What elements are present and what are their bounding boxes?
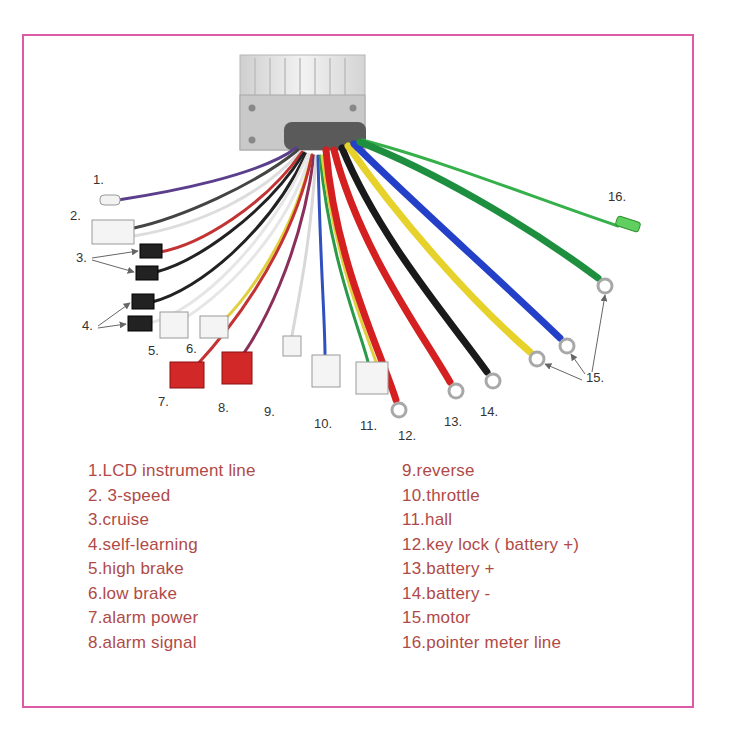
callout-number: 16.: [608, 189, 626, 204]
callout-number: 6.: [186, 341, 197, 356]
legend-item: 9.reverse: [402, 461, 475, 481]
housing-body: [240, 55, 365, 150]
callout-number: 4.: [82, 318, 93, 333]
callout-number: 2.: [70, 208, 81, 223]
wire: [118, 148, 296, 200]
callout-number: 10.: [314, 416, 332, 431]
ring-terminal: [486, 374, 500, 388]
plug-connector: [222, 352, 252, 384]
legend-item: 10.throttle: [402, 486, 480, 506]
plug-connector: [100, 195, 120, 205]
plug-connector: [160, 312, 188, 338]
bullet-connector: [615, 216, 641, 233]
end-plate: [240, 95, 365, 150]
callout-number: 8.: [218, 400, 229, 415]
leader-line: [592, 295, 605, 372]
legend-item: 8.alarm signal: [88, 633, 197, 653]
legend-item: 2. 3-speed: [88, 486, 170, 506]
legend-item: 13.battery +: [402, 559, 495, 579]
callout-number: 12.: [398, 428, 416, 443]
plug-connector: [136, 266, 158, 280]
power-wires: [326, 142, 598, 400]
legend-item: 3.cruise: [88, 510, 149, 530]
ring-terminals: [392, 279, 612, 417]
callout-number: 11.: [360, 418, 377, 433]
legend-item: 14.battery -: [402, 584, 490, 604]
ring-terminal: [530, 352, 544, 366]
wire: [242, 156, 314, 356]
wire: [292, 156, 316, 336]
leader-lines: [92, 251, 605, 380]
plug-connector: [283, 336, 301, 356]
legend-item: 16.pointer meter line: [402, 633, 561, 653]
callout-number: 9.: [264, 404, 275, 419]
leader-line: [98, 324, 126, 328]
frame-border: [23, 35, 693, 707]
wire: [360, 142, 598, 278]
wire: [134, 152, 300, 236]
legend-item: 15.motor: [402, 608, 471, 628]
screw: [249, 105, 256, 112]
wire: [342, 148, 487, 372]
leader-line: [98, 303, 130, 326]
callout-number: 14.: [480, 404, 498, 419]
plug-connector: [128, 316, 152, 331]
callout-number: 15.: [586, 370, 604, 385]
plug-connector: [356, 362, 388, 394]
legend-item: 5.high brake: [88, 559, 184, 579]
plug-connector: [140, 244, 162, 258]
legend-item: 6.low brake: [88, 584, 177, 604]
callout-number: 3.: [76, 250, 87, 265]
wire: [354, 144, 560, 338]
screw: [350, 105, 357, 112]
plug-connector: [92, 220, 134, 244]
leader-line: [92, 251, 138, 258]
ring-terminal: [449, 384, 463, 398]
callout-number: 13.: [444, 414, 462, 429]
ring-terminal: [598, 279, 612, 293]
leader-line: [92, 260, 134, 272]
callout-number: 1.: [93, 172, 104, 187]
legend-item: 12.key lock ( battery +): [402, 535, 579, 555]
ring-terminal: [392, 403, 406, 417]
plug-connectors: [92, 195, 388, 394]
callout-number: 5.: [148, 343, 159, 358]
plug-connector: [132, 294, 154, 309]
legend-item: 11.hall: [402, 510, 452, 530]
plug-connector: [200, 316, 228, 338]
plug-connector: [312, 355, 340, 387]
controller-housing: [240, 55, 366, 150]
callout-number: 7.: [158, 394, 169, 409]
legend-item: 7.alarm power: [88, 608, 198, 628]
screw: [249, 137, 256, 144]
ring-terminal: [560, 339, 574, 353]
legend-item: 1.LCD instrument line: [88, 461, 256, 481]
legend-item: 4.self-learning: [88, 535, 198, 555]
leader-line: [571, 354, 585, 374]
plug-connector: [170, 362, 204, 388]
cooling-fins: [255, 58, 345, 95]
leader-line: [545, 364, 582, 380]
